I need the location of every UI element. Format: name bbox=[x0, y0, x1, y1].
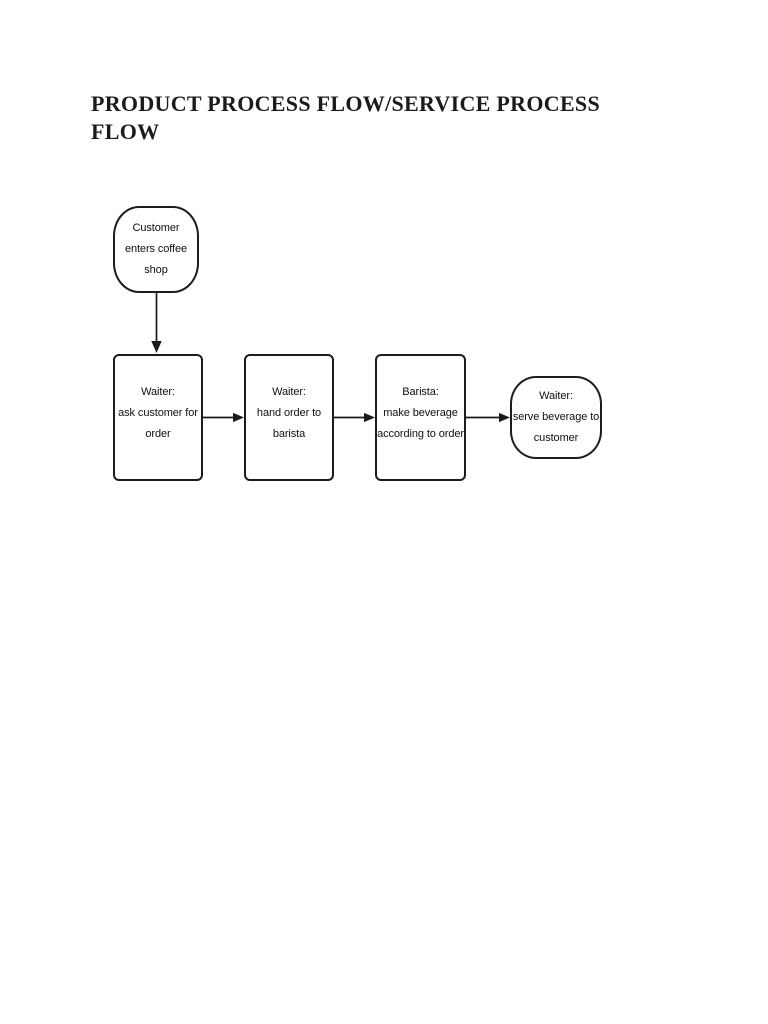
node-label-line: make beverage bbox=[383, 407, 458, 419]
edge-ask-to-hand bbox=[202, 412, 244, 423]
edge-make-to-serve bbox=[465, 412, 510, 423]
arrowhead-down-icon bbox=[151, 341, 162, 353]
arrowhead-right-icon bbox=[499, 412, 510, 423]
node-label-line: serve beverage to bbox=[512, 411, 600, 423]
node-label-line: customer bbox=[533, 432, 579, 444]
arrowhead-right-icon bbox=[233, 412, 244, 423]
page-title-line-2: FLOW bbox=[91, 119, 160, 144]
page-title-line-1: PRODUCT PROCESS FLOW/SERVICE PROCESS bbox=[91, 91, 600, 116]
node-label-line: barista bbox=[272, 428, 306, 440]
node-end-waiter-serve: Waiter: serve beverage to customer bbox=[510, 376, 602, 459]
page-title: PRODUCT PROCESS FLOW/SERVICE PROCESS FLO… bbox=[91, 90, 600, 146]
node-label-line: according to order bbox=[377, 428, 464, 440]
node-waiter-hand-order: Waiter: hand order to barista bbox=[244, 354, 334, 481]
arrowhead-right-icon bbox=[364, 412, 375, 423]
node-label-line: Waiter: bbox=[141, 386, 175, 398]
node-label-line: shop bbox=[144, 264, 168, 276]
node-label-line: order bbox=[145, 428, 171, 440]
node-label-line: Barista: bbox=[402, 386, 439, 398]
node-waiter-ask-order: Waiter: ask customer for order bbox=[113, 354, 203, 481]
node-label-line: Waiter: bbox=[272, 386, 306, 398]
node-label-line: Customer bbox=[132, 222, 180, 234]
node-label-line: hand order to bbox=[256, 407, 322, 419]
edge-start-to-ask bbox=[151, 292, 162, 353]
node-label-line: ask customer for bbox=[118, 407, 198, 419]
node-barista-make-beverage: Barista: make beverage according to orde… bbox=[375, 354, 466, 481]
node-label-line: enters coffee bbox=[124, 243, 188, 255]
node-start-customer-enters: Customer enters coffee shop bbox=[113, 206, 199, 293]
edge-hand-to-make bbox=[333, 412, 375, 423]
node-label-line: Waiter: bbox=[539, 390, 573, 402]
